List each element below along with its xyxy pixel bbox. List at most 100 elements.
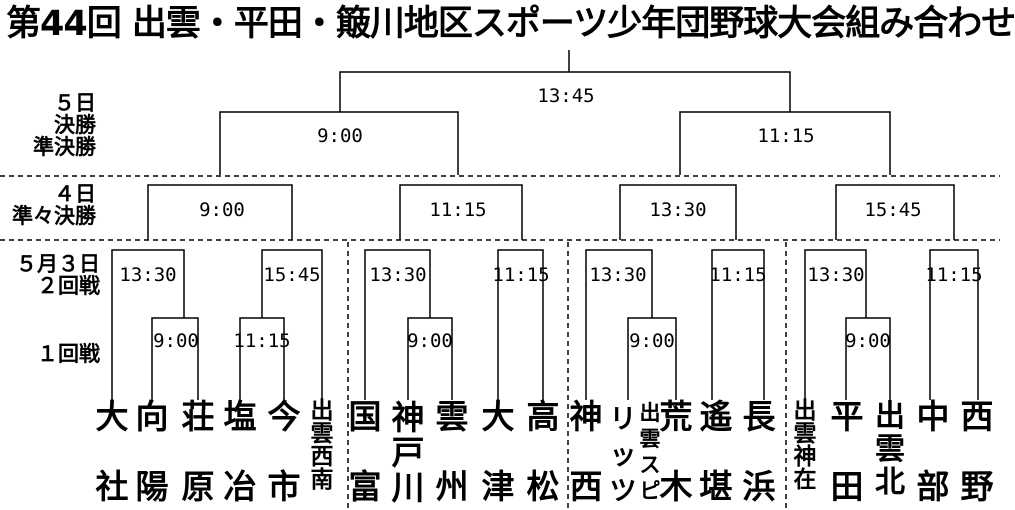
team-name-top: 大 — [95, 397, 129, 436]
row-label-day4: ４日 準々決勝 — [4, 183, 96, 227]
time-r2-7: 13:30 — [807, 264, 864, 286]
bracket-r2-2 — [261, 249, 323, 400]
bracket-r1-1 — [151, 317, 199, 400]
team-name-bottom: 州 — [435, 467, 469, 506]
team-name-vertical: リ ッ ツ — [609, 404, 637, 507]
team-name-top: 塩 — [223, 397, 257, 436]
team-16: 長 浜 — [740, 400, 778, 510]
team-name-bottom: 社 — [95, 467, 129, 506]
team-20: 中 部 — [914, 400, 952, 510]
team-name-top: 荒 — [659, 397, 693, 436]
bracket-semi-left — [219, 111, 459, 175]
bracket-r2-8 — [929, 249, 979, 400]
team-13: 出 雲 ス ピ — [631, 400, 669, 510]
team-name-top: 西 — [960, 397, 994, 436]
time-r1-2: 11:15 — [233, 330, 290, 352]
row-label-day3-date: ５月３日 — [16, 252, 100, 276]
team-name-bottom: 部 — [916, 467, 950, 506]
bracket-r1-2 — [239, 317, 285, 400]
team-name-bottom: 野 — [960, 467, 994, 506]
time-r2-2: 15:45 — [263, 264, 320, 286]
bracket-r2-5 — [585, 249, 653, 400]
team-18: 平 田 — [828, 400, 866, 510]
team-name-vertical: 出 雲 北 — [875, 399, 905, 500]
time-final: 13:45 — [537, 85, 594, 107]
team-name-top: 平 — [830, 397, 864, 436]
bracket-qf-2 — [399, 184, 523, 240]
team-name-top: 遙 — [699, 397, 733, 436]
team-3: 塩 冶 — [221, 400, 259, 510]
time-semi-left: 9:00 — [317, 125, 363, 147]
row-label-day4-quarterfinal: 準々決勝 — [12, 204, 96, 228]
team-name-bottom: 田 — [830, 467, 864, 506]
team-name-top: 神 — [569, 397, 603, 436]
team-name-bottom: 木 — [659, 467, 693, 506]
page-title: 第44回 出雲・平田・簸川地区スポーツ少年団野球大会組み合わせ — [6, 4, 1015, 44]
bracket-semi-right — [679, 111, 891, 175]
row-label-day5: ５日 決勝 準決勝 — [14, 92, 96, 158]
team-7: 神 戸 川 — [389, 400, 427, 510]
bracket-qf-1 — [147, 184, 293, 240]
bracket-qf-3 — [619, 184, 737, 240]
team-name-bottom: 松 — [526, 467, 560, 506]
time-r2-5: 13:30 — [589, 264, 646, 286]
bracket-final — [339, 50, 791, 112]
team-name-bottom: 原 — [181, 467, 215, 506]
team-name-vertical: 出 雲 ス ピ — [639, 401, 661, 503]
team-14: 荒 木 — [657, 400, 695, 510]
bracket-r2-1 — [111, 249, 185, 400]
time-qf-1: 9:00 — [199, 199, 245, 221]
team-6: 国 富 — [346, 400, 384, 510]
team-name-bottom: 陽 — [135, 467, 169, 506]
row-label-day3: ５月３日 ２回戦 — [4, 253, 100, 297]
team-19: 出 雲 北 — [871, 400, 909, 510]
team-name-bottom: 浜 — [742, 467, 776, 506]
team-10: 高 松 — [524, 400, 562, 510]
team-name-bottom: 西 — [569, 467, 603, 506]
bracket-r2-4 — [497, 249, 544, 400]
team-name-vertical: 出 雲 神 在 — [793, 398, 817, 493]
team-12: リ ッ ツ — [604, 400, 642, 510]
team-4: 今 市 — [265, 400, 303, 510]
time-qf-4: 15:45 — [864, 199, 921, 221]
team-name-top: 向 — [135, 397, 169, 436]
team-8: 雲 州 — [433, 400, 471, 510]
time-r2-4: 11:15 — [492, 264, 549, 286]
time-qf-2: 11:15 — [429, 199, 486, 221]
team-1: 向 陽 — [133, 400, 171, 510]
team-2: 荘 原 — [179, 400, 217, 510]
bracket-r2-3 — [364, 249, 431, 400]
row-label-day5-final: 決勝 — [54, 113, 96, 137]
time-r1-1: 9:00 — [153, 330, 199, 352]
team-17: 出 雲 神 在 — [786, 400, 824, 510]
team-name-vertical: 出 雲 西 南 — [310, 398, 334, 493]
row-label-day3-round2: ２回戦 — [37, 274, 100, 298]
team-name-top: 中 — [916, 397, 950, 436]
row-label-day4-date: ４日 — [54, 182, 96, 206]
team-name-top: 国 — [348, 397, 382, 436]
team-9: 大 津 — [479, 400, 517, 510]
team-name-top: 荘 — [181, 397, 215, 436]
time-qf-3: 13:30 — [649, 199, 706, 221]
team-0: 大 社 — [93, 400, 131, 510]
time-r2-6: 11:15 — [709, 264, 766, 286]
row-label-day5-date: ５日 — [54, 91, 96, 115]
row-label-round1: １回戦 — [24, 343, 100, 365]
team-name-top: 長 — [742, 397, 776, 436]
bracket-r2-7 — [804, 249, 867, 400]
team-name-top: 雲 — [435, 397, 469, 436]
team-name-top: 高 — [526, 397, 560, 436]
row-label-day5-semifinal: 準決勝 — [33, 135, 96, 159]
bracket-r1-4 — [627, 317, 677, 400]
bracket-r1-3 — [407, 317, 453, 400]
team-21: 西 野 — [958, 400, 996, 510]
time-semi-right: 11:15 — [757, 125, 814, 147]
team-name-bottom: 堪 — [699, 467, 733, 506]
team-name-bottom: 富 — [348, 467, 382, 506]
team-15: 遙 堪 — [697, 400, 735, 510]
time-r1-3: 9:00 — [407, 330, 453, 352]
time-r1-5: 9:00 — [845, 330, 891, 352]
team-name-bottom: 冶 — [223, 467, 257, 506]
time-r1-4: 9:00 — [629, 330, 675, 352]
